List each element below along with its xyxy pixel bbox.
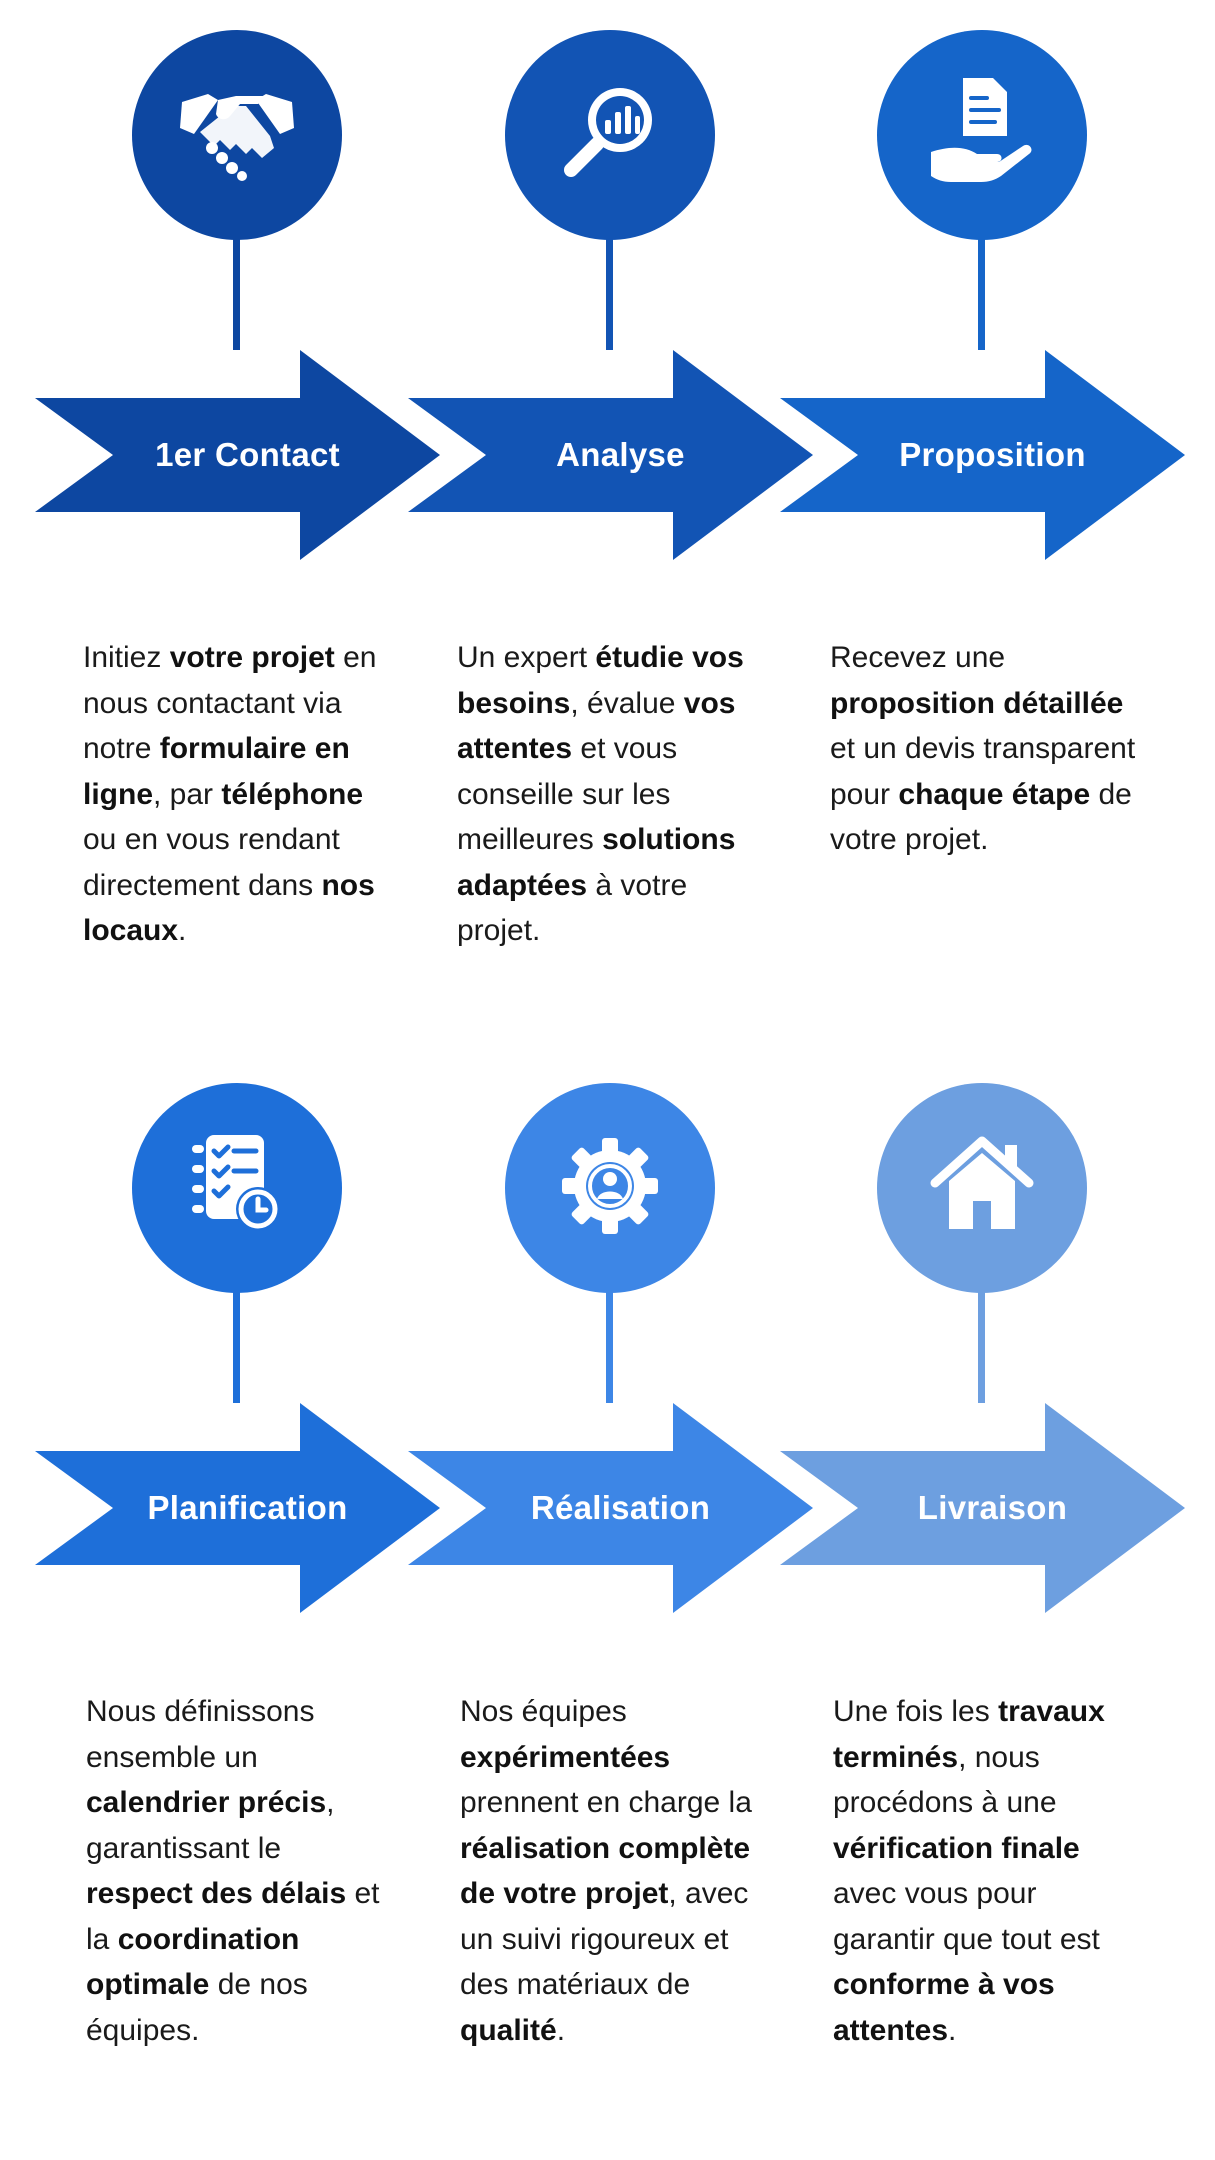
step-arrow: Réalisation <box>408 1403 813 1613</box>
step-description: Nos équipes expérimentées prennent en ch… <box>460 1689 770 2053</box>
step-arrow: 1er Contact <box>35 350 440 560</box>
description-text: , garantissant le <box>86 1786 335 1865</box>
step-circle <box>877 1083 1087 1293</box>
magnifier-chart-icon <box>545 68 675 203</box>
description-emphasis: expérimentées <box>460 1740 671 1774</box>
step-circle <box>132 30 342 240</box>
description-text: Nos équipes <box>460 1695 627 1728</box>
description-text: à votre projet. <box>457 868 688 948</box>
step-arrow: Proposition <box>780 350 1185 560</box>
step-connector <box>606 238 613 350</box>
description-emphasis: qualité <box>460 2013 557 2047</box>
description-emphasis: proposition détaillée <box>830 686 1124 720</box>
description-text: , évalue <box>570 686 684 720</box>
description-text: et la <box>86 1877 380 1956</box>
description-text: de votre projet. <box>830 777 1132 857</box>
description-text: , par <box>153 777 222 811</box>
description-text: prennent en charge la <box>460 1786 752 1819</box>
description-text: Une fois les <box>833 1695 999 1728</box>
step-description: Un expert étudie vos besoins, évalue vos… <box>457 635 767 954</box>
description-text: en nous contactant via notre <box>83 641 377 765</box>
description-text: Recevez une <box>830 641 1006 674</box>
description-emphasis: solutions adaptées <box>457 823 736 902</box>
description-text: . <box>948 2013 957 2047</box>
step-circle <box>877 30 1087 240</box>
step-title: Planification <box>147 1489 348 1526</box>
description-emphasis: nos locaux <box>83 868 375 948</box>
step-circle <box>132 1083 342 1293</box>
description-emphasis: conforme à vos attentes <box>833 1968 1055 2047</box>
description-emphasis: chaque étape <box>898 777 1091 811</box>
description-emphasis: calendrier précis <box>86 1786 327 1819</box>
description-emphasis: téléphone <box>221 777 364 811</box>
description-text: et vous conseille sur les meilleures <box>457 732 678 856</box>
step-arrow: Planification <box>35 1403 440 1613</box>
description-text: , nous procédons à une <box>833 1740 1057 1820</box>
description-text: ou en vous rendant directement dans <box>83 823 340 902</box>
description-emphasis: étudie vos besoins <box>457 641 744 720</box>
step-title: Réalisation <box>530 1489 711 1526</box>
handshake-icon <box>172 68 302 203</box>
step-circle <box>505 30 715 240</box>
house-icon <box>917 1121 1047 1256</box>
step-connector <box>233 1291 240 1403</box>
step-connector <box>978 1291 985 1403</box>
description-text: et un devis transparent pour <box>830 732 1136 811</box>
description-text: , avec un suivi rigoureux et des matéria… <box>460 1877 749 2001</box>
step-title: Livraison <box>917 1489 1068 1526</box>
description-emphasis: coordination optimale <box>86 1922 300 2002</box>
checklist-clock-icon <box>172 1121 302 1256</box>
step-connector <box>606 1291 613 1403</box>
step-title: Proposition <box>899 436 1086 473</box>
step-connector <box>233 238 240 350</box>
description-text: Un expert <box>457 641 596 674</box>
description-emphasis: travaux terminés <box>833 1695 1105 1774</box>
description-emphasis: respect des délais <box>86 1877 347 1910</box>
description-emphasis: réalisation complète de votre projet <box>460 1831 751 1911</box>
description-text: Nous définissons ensemble un <box>86 1695 315 1774</box>
step-description: Nous définissons ensemble un calendrier … <box>86 1689 396 2053</box>
step-title: Analyse <box>556 436 685 473</box>
gear-user-icon <box>545 1121 675 1256</box>
description-text: de nos équipes. <box>86 1968 308 2047</box>
step-arrow: Livraison <box>780 1403 1185 1613</box>
step-title: 1er Contact <box>155 436 340 473</box>
description-text: . <box>178 914 187 947</box>
description-text: Initiez <box>83 641 170 674</box>
step-description: Initiez votre projet en nous contactant … <box>83 635 393 954</box>
description-emphasis: formulaire en ligne <box>83 732 350 811</box>
step-description: Recevez une proposition détaillée et un … <box>830 635 1140 863</box>
description-text: . <box>556 2013 566 2047</box>
step-circle <box>505 1083 715 1293</box>
step-arrow: Analyse <box>408 350 813 560</box>
document-in-hand-icon <box>917 68 1047 203</box>
step-connector <box>978 238 985 350</box>
description-emphasis: vérification finale <box>833 1831 1080 1865</box>
description-emphasis: votre projet <box>169 641 335 674</box>
description-text: avec vous pour garantir que tout est <box>833 1877 1100 1956</box>
description-emphasis: vos attentes <box>457 686 736 766</box>
step-description: Une fois les travaux terminés, nous proc… <box>833 1689 1143 2053</box>
